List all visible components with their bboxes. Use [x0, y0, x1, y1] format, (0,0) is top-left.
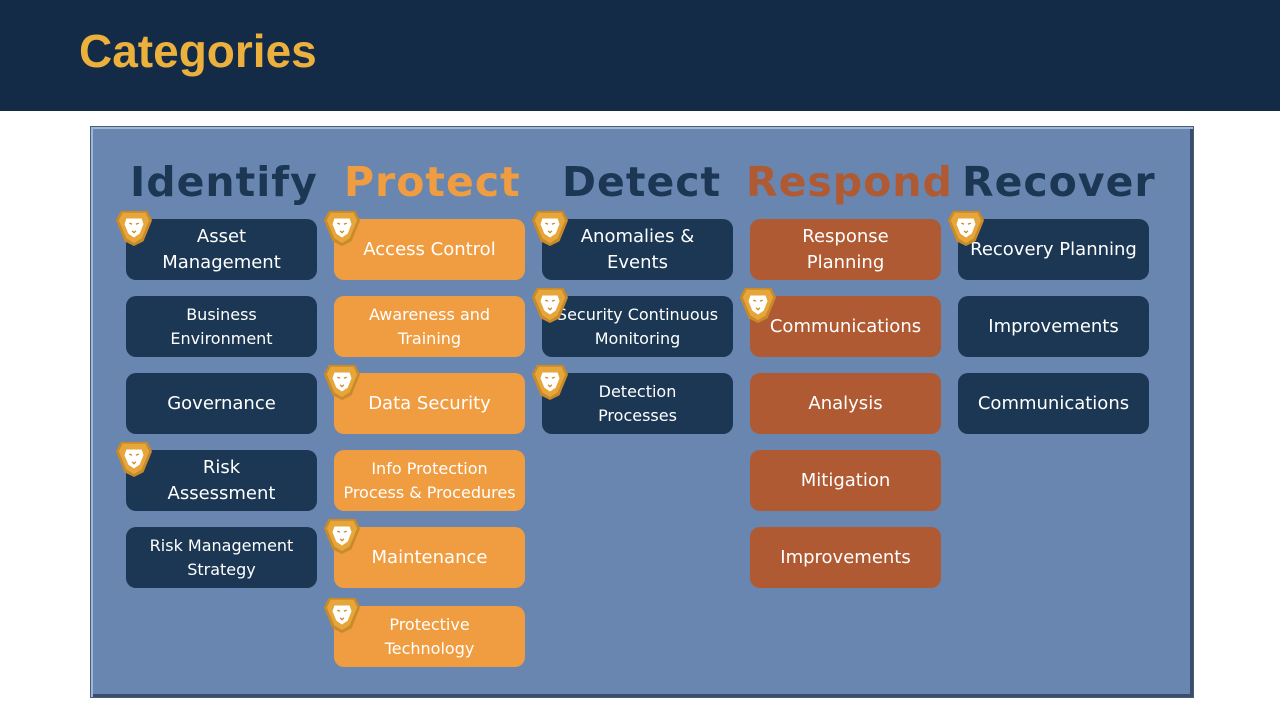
slide-title: Categories — [79, 25, 317, 77]
column-heading-respond: Respond — [746, 158, 953, 206]
column-heading-identify: Identify — [130, 158, 318, 206]
category-box: Maintenance — [334, 527, 525, 588]
column-heading-recover: Recover — [962, 158, 1156, 206]
category-box: Risk Assessment — [126, 450, 317, 511]
lion-shield-icon — [323, 594, 361, 634]
category-box: Data Security — [334, 373, 525, 434]
category-box: Governance — [126, 373, 317, 434]
category-box: Anomalies & Events — [542, 219, 733, 280]
category-box: Business Environment — [126, 296, 317, 357]
category-box: Detection Processes — [542, 373, 733, 434]
category-box: Improvements — [750, 527, 941, 588]
lion-shield-icon — [115, 207, 153, 247]
lion-shield-icon — [531, 207, 569, 247]
column-heading-protect: Protect — [344, 158, 521, 206]
lion-shield-icon — [531, 284, 569, 324]
lion-shield-icon — [323, 361, 361, 401]
category-box: Improvements — [958, 296, 1149, 357]
category-box: Response Planning — [750, 219, 941, 280]
category-box: Access Control — [334, 219, 525, 280]
category-box: Communications — [750, 296, 941, 357]
category-box: Awareness and Training — [334, 296, 525, 357]
category-box: Protective Technology — [334, 606, 525, 667]
lion-shield-icon — [115, 438, 153, 478]
lion-shield-icon — [947, 207, 985, 247]
category-box: Security Continuous Monitoring — [542, 296, 733, 357]
category-box: Asset Management — [126, 219, 317, 280]
lion-shield-icon — [323, 207, 361, 247]
category-box: Analysis — [750, 373, 941, 434]
lion-shield-icon — [323, 515, 361, 555]
category-box: Communications — [958, 373, 1149, 434]
column-heading-detect: Detect — [562, 158, 722, 206]
lion-shield-icon — [531, 361, 569, 401]
category-box: Mitigation — [750, 450, 941, 511]
slide-header: Categories — [0, 0, 1280, 111]
lion-shield-icon — [739, 284, 777, 324]
category-box: Risk Management Strategy — [126, 527, 317, 588]
category-box: Info Protection Process & Procedures — [334, 450, 525, 511]
category-box: Recovery Planning — [958, 219, 1149, 280]
